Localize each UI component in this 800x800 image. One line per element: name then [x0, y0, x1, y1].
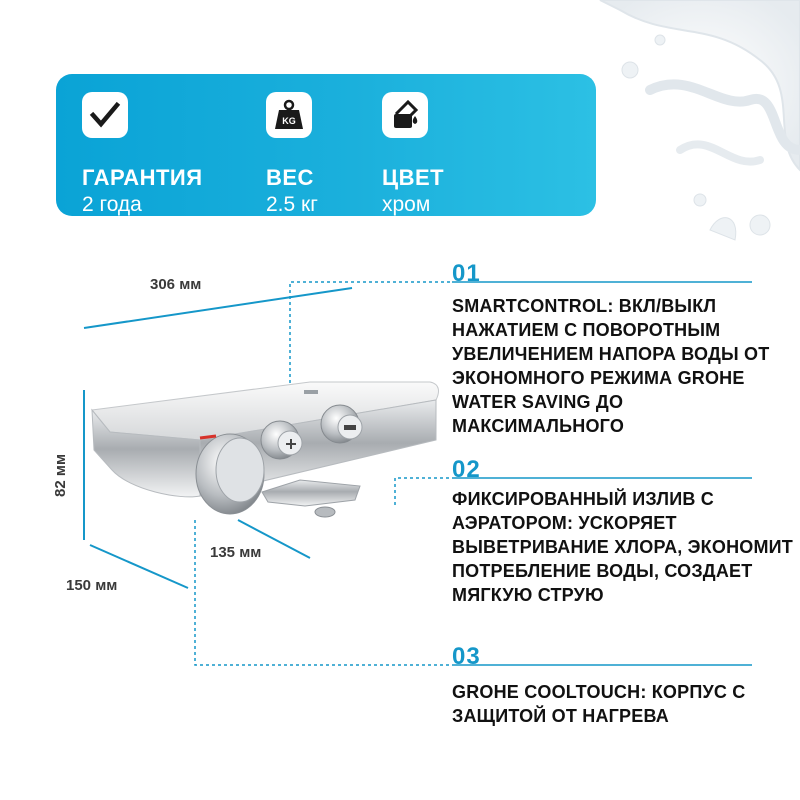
spec-title: ВЕС: [266, 165, 314, 190]
feature-number-02: 02: [452, 456, 481, 483]
feature-number-03: 03: [452, 643, 481, 670]
paint-bucket-icon: [382, 92, 428, 138]
spec-value: хром: [382, 193, 431, 216]
feature-text-03: GROHE COOLTOUCH: КОРПУС С ЗАЩИТОЙ ОТ НАГ…: [452, 682, 746, 726]
spec-value: 2 года: [82, 193, 142, 216]
feature-underlines: [452, 281, 752, 666]
dimension-lines: [83, 287, 353, 589]
spec-weight: KG ВЕС 2.5 кг: [266, 92, 318, 217]
spec-banner: ГАРАНТИЯ 2 года KG ВЕС 2.5 кг ЦВЕТ хром: [56, 74, 596, 216]
weight-kg-icon: KG: [266, 92, 312, 138]
spec-title: ГАРАНТИЯ: [82, 165, 203, 190]
spec-title: ЦВЕТ: [382, 165, 445, 190]
spec-value: 2.5 кг: [266, 193, 318, 216]
weight-icon-label: KG: [282, 116, 296, 126]
feature-text-02: ФИКСИРОВАННЫЙ ИЗЛИВ С АЭРАТОРОМ: УСКОРЯЕ…: [452, 489, 793, 605]
spec-color: ЦВЕТ хром: [382, 92, 444, 217]
callout-lines: [194, 281, 452, 666]
dimension-width-label: 306 мм: [150, 276, 202, 293]
thermostat-mixer: [91, 381, 439, 518]
feature-text-01: SMARTCONTROL: ВКЛ/ВЫКЛ НАЖАТИЕМ С ПОВОРО…: [452, 296, 770, 436]
dimension-spout-label: 135 мм: [210, 544, 262, 561]
milk-splash-decoration: [599, 0, 800, 241]
spec-warranty: ГАРАНТИЯ 2 года: [82, 92, 203, 217]
feature-number-01: 01: [452, 260, 481, 287]
dimension-depth-label: 150 мм: [66, 577, 118, 594]
dimension-height-label: 82 мм: [52, 453, 69, 497]
checkmark-icon: [82, 92, 128, 138]
